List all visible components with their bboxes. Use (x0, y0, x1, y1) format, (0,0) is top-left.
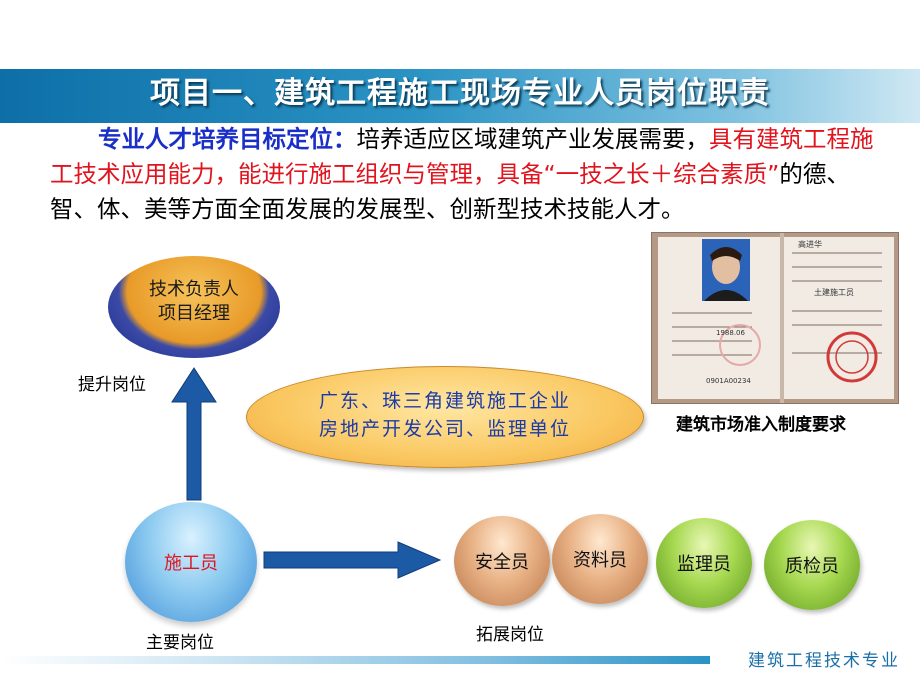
certificate-image: 高进华 土建施工员 1988.06 0901A00234 (658, 233, 894, 403)
ext-node-documents: 资料员 (552, 514, 648, 604)
employer-line2: 房地产开发公司、监理单位 (318, 418, 571, 440)
ext-node-documents-label: 资料员 (573, 550, 627, 571)
cert-holder-name: 高进华 (798, 239, 822, 249)
photo-caption: 建筑市场准入制度要求 (676, 415, 846, 435)
project-manager-node: 技术负责人 项目经理 (108, 256, 280, 358)
main-position-label: 主要岗位 (146, 633, 214, 653)
main-node-label: 施工员 (164, 553, 218, 574)
intro-paragraph: 专业人才培养目标定位：培养适应区域建筑产业发展需要，具有建筑工程施工技术应用能力… (50, 122, 880, 227)
ext-node-safety-label: 安全员 (475, 552, 529, 573)
title-bar: 项目一、建筑工程施工现场专业人员岗位职责 (0, 69, 920, 123)
employer-line1: 广东、珠三角建筑施工企业 (318, 390, 571, 412)
intro-part1: 培养适应区域建筑产业发展需要， (356, 125, 710, 153)
ext-node-safety: 安全员 (454, 516, 550, 606)
footer-text: 建筑工程技术专业 (748, 651, 900, 671)
ext-node-quality-label: 质检员 (785, 556, 839, 577)
top-node-line1: 技术负责人 (149, 279, 239, 300)
intro-red: 具有建筑工程施工技术应用能力，能进行施工组织与管理，具备“一技之长＋综合素质” (50, 125, 874, 188)
top-node-line2: 项目经理 (158, 303, 230, 324)
footer-bar (0, 656, 710, 664)
cert-birth: 1988.06 (716, 329, 745, 337)
right-arrow (263, 541, 442, 579)
employers-ellipse: 广东、珠三角建筑施工企业 房地产开发公司、监理单位 (246, 366, 644, 468)
ext-node-quality: 质检员 (764, 520, 860, 610)
intro-part2: 的德、智、体、美等方面全面发展的发展型、创新型技术技能人才。 (50, 160, 850, 223)
certificate-photo: 高进华 土建施工员 1988.06 0901A00234 (651, 232, 899, 404)
extended-position-label: 拓展岗位 (476, 625, 544, 645)
page-title: 项目一、建筑工程施工现场专业人员岗位职责 (150, 76, 770, 111)
ext-node-supervisor-label: 监理员 (677, 554, 731, 575)
cert-number: 0901A00234 (706, 377, 751, 385)
intro-lead: 专业人才培养目标定位： (98, 125, 357, 153)
cert-position: 土建施工员 (814, 287, 854, 297)
main-position-node: 施工员 (125, 502, 257, 622)
ext-node-supervisor: 监理员 (656, 518, 752, 608)
promote-label: 提升岗位 (78, 375, 146, 395)
up-arrow (171, 367, 217, 501)
